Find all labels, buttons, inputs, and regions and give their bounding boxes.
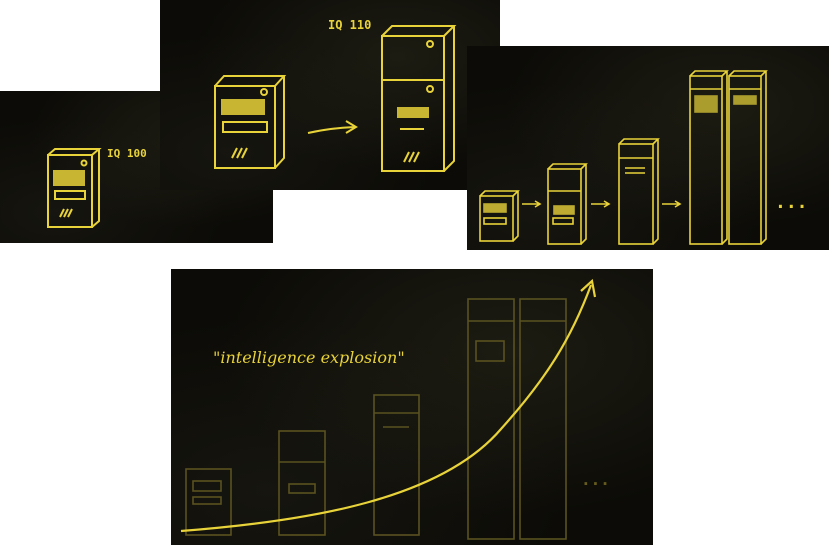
- computer-tower-icon: [47, 148, 102, 228]
- panel-iq-110: IQ 110: [160, 0, 500, 190]
- arrow-right-icon: [591, 200, 611, 208]
- computer-tower-icon: [618, 138, 660, 245]
- computer-tower-icon: [381, 25, 457, 172]
- computer-tower-icon: [547, 163, 588, 245]
- arrow-right-icon: [522, 200, 542, 208]
- ellipsis-faded: ...: [581, 470, 610, 489]
- computer-tower-icon: [467, 298, 515, 540]
- panel-intelligence-explosion: ... "intelligence explosion": [171, 269, 653, 545]
- ellipsis: ...: [775, 192, 808, 213]
- iq-100-label: IQ 100: [107, 147, 147, 160]
- computer-tower-icon: [373, 394, 420, 536]
- growth-curve-arrow-icon: [180, 278, 597, 533]
- iq-110-label: IQ 110: [328, 18, 371, 32]
- computer-tower-icon: [214, 75, 287, 169]
- arrow-right-icon: [662, 200, 682, 208]
- panel-3-drawing: ...: [479, 70, 808, 245]
- computer-tower-icon: [519, 298, 567, 540]
- computer-tower-icon: [689, 70, 729, 245]
- panel-1-drawing: IQ 100: [47, 147, 147, 228]
- computer-tower-icon: [185, 468, 232, 536]
- computer-tower-icon: [278, 430, 326, 536]
- arrow-right-icon: [307, 120, 358, 134]
- panel-2-drawing: IQ 110: [214, 18, 457, 172]
- intelligence-explosion-caption: "intelligence explosion": [213, 348, 405, 367]
- panel-4-drawing: ... "intelligence explosion": [180, 278, 610, 540]
- panel-growth-sequence: ...: [467, 46, 829, 250]
- computer-tower-icon: [479, 190, 520, 242]
- computer-tower-icon: [728, 70, 768, 245]
